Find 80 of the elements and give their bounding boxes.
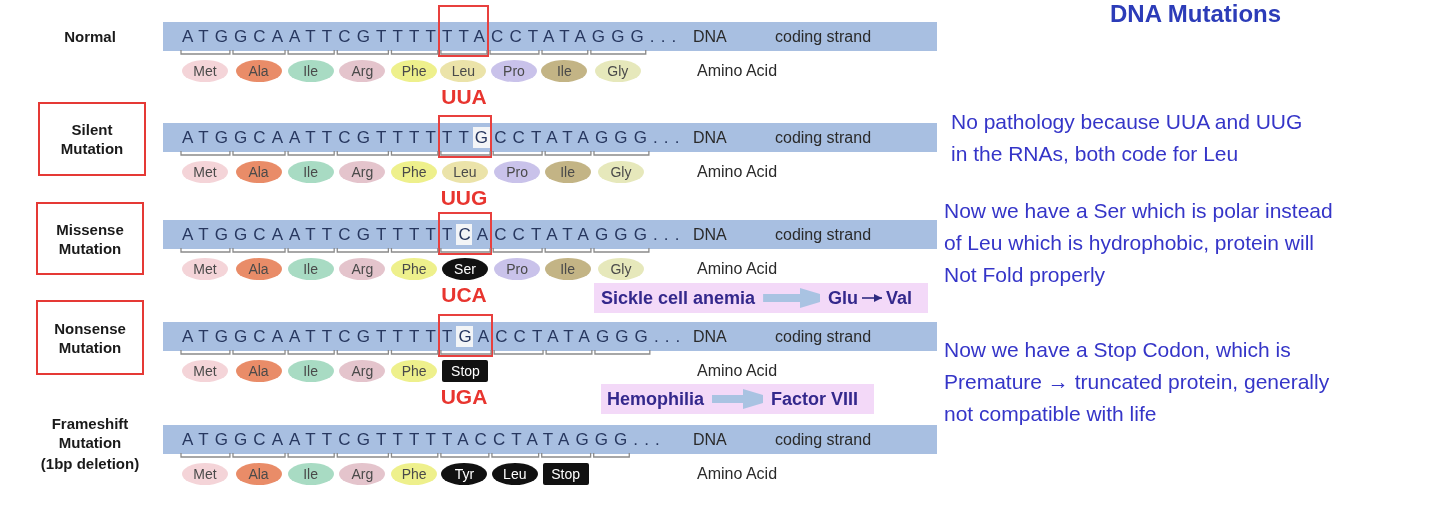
amino-acid-label: Amino Acid xyxy=(697,162,778,182)
amino-acid-oval: Phe xyxy=(391,463,438,485)
codon-label: UCA xyxy=(440,284,488,306)
disease-name: Hemophilia xyxy=(607,384,704,414)
row-label: Frameshift Mutation xyxy=(50,414,130,452)
amino-acid-oval: Ile xyxy=(287,258,334,280)
row-label: (1bp deletion) xyxy=(39,454,141,473)
amino-acid-oval: Met xyxy=(181,258,228,280)
amino-acid-oval: Ile xyxy=(287,60,334,82)
amino-acid-oval: Pro xyxy=(491,60,537,82)
amino-acid-oval: Met xyxy=(181,161,228,183)
mutation-type-box: Missense Mutation xyxy=(36,202,144,275)
amino-acid-label: Amino Acid xyxy=(697,361,778,381)
amino-acid-oval: Leu xyxy=(491,463,538,485)
amino-acid-label: Amino Acid xyxy=(697,259,778,279)
codon-label: UGA xyxy=(439,386,489,408)
strand-label: coding strand xyxy=(775,27,872,47)
dna-label: DNA xyxy=(693,27,727,47)
amino-acid-label: Amino Acid xyxy=(697,464,778,484)
mutation-type-box: Silent Mutation xyxy=(38,102,146,176)
amino-acid-oval: Arg xyxy=(339,463,386,485)
amino-acid-oval: Phe xyxy=(391,60,438,82)
disease-callout xyxy=(601,384,874,414)
amino-acid-oval: Gly xyxy=(594,60,641,82)
mutation-type-box: Nonsense Mutation xyxy=(36,300,144,375)
dna-sequence: ATGGCAATTCGTTTTTACCTATAGGG... xyxy=(182,429,666,451)
amino-acid-oval: Ile xyxy=(287,161,334,183)
codon-label: UUG xyxy=(439,187,489,209)
amino-acid-name: Glu xyxy=(828,283,858,313)
dna-label: DNA xyxy=(693,225,727,245)
amino-acid-oval: Arg xyxy=(339,360,386,382)
dna-label: DNA xyxy=(693,430,727,450)
amino-acid-oval: Ala xyxy=(235,60,282,82)
amino-acid-oval: Leu xyxy=(440,60,487,82)
stop-codon-box: Stop xyxy=(542,463,589,485)
strand-label: coding strand xyxy=(775,128,872,148)
amino-acid-oval: Ala xyxy=(235,258,282,280)
amino-acid-oval: Ala xyxy=(235,463,282,485)
amino-acid-oval: Gly xyxy=(597,258,644,280)
strand-label: coding strand xyxy=(775,327,872,347)
amino-acid-oval: Ile xyxy=(287,463,334,485)
amino-acid-oval: Met xyxy=(181,463,228,485)
explanation-text: Now we have a Ser which is polar instead of Leu which is hydrophobic, protein will Not Fold properly xyxy=(944,198,1334,288)
strand-label: coding strand xyxy=(775,430,872,450)
amino-acid-oval: Gly xyxy=(597,161,644,183)
amino-acid-oval: Ala xyxy=(235,360,282,382)
disease-callout xyxy=(594,283,928,313)
dna-label: DNA xyxy=(693,128,727,148)
amino-acid-oval: Arg xyxy=(339,60,386,82)
amino-acid-oval: Leu xyxy=(442,161,488,183)
row-label: Normal xyxy=(63,27,117,46)
amino-acid-oval: Pro xyxy=(494,258,541,280)
amino-acid-oval: Pro xyxy=(494,161,541,183)
amino-acid-oval: Met xyxy=(181,60,228,82)
protein-name: Factor VIII xyxy=(771,384,859,414)
amino-acid-oval: Ser xyxy=(442,258,488,280)
stop-codon-box: Stop xyxy=(442,360,489,382)
amino-acid-oval: Arg xyxy=(339,161,386,183)
amino-acid-label: Amino Acid xyxy=(697,61,778,81)
amino-acid-oval: Ala xyxy=(235,161,282,183)
amino-acid-oval: Ile xyxy=(544,161,591,183)
amino-acid-oval: Tyr xyxy=(441,463,488,485)
amino-acid-name: Val xyxy=(886,283,913,313)
codon-label: UUA xyxy=(440,86,488,108)
dna-strand-band xyxy=(163,425,937,454)
strand-label: coding strand xyxy=(775,225,872,245)
amino-acid-oval: Phe xyxy=(391,258,438,280)
dna-label: DNA xyxy=(693,327,727,347)
arrow xyxy=(861,294,883,302)
explanation-text: No pathology because UUA and UUG in the RNAs, both code for Leu xyxy=(951,109,1304,167)
amino-acid-oval: Ile xyxy=(544,258,591,280)
amino-acid-oval: Phe xyxy=(391,161,438,183)
amino-acid-oval: Ile xyxy=(541,60,588,82)
amino-acid-oval: Met xyxy=(181,360,228,382)
amino-acid-oval: Ile xyxy=(287,360,334,382)
amino-acid-oval: Phe xyxy=(391,360,438,382)
title: DNA Mutations xyxy=(1110,0,1282,28)
amino-acid-oval: Arg xyxy=(339,258,386,280)
explanation-text: Now we have a Stop Codon, which is Premature → truncated protein, generally not compatible with life xyxy=(944,337,1331,427)
disease-name: Sickle cell anemia xyxy=(601,283,756,313)
